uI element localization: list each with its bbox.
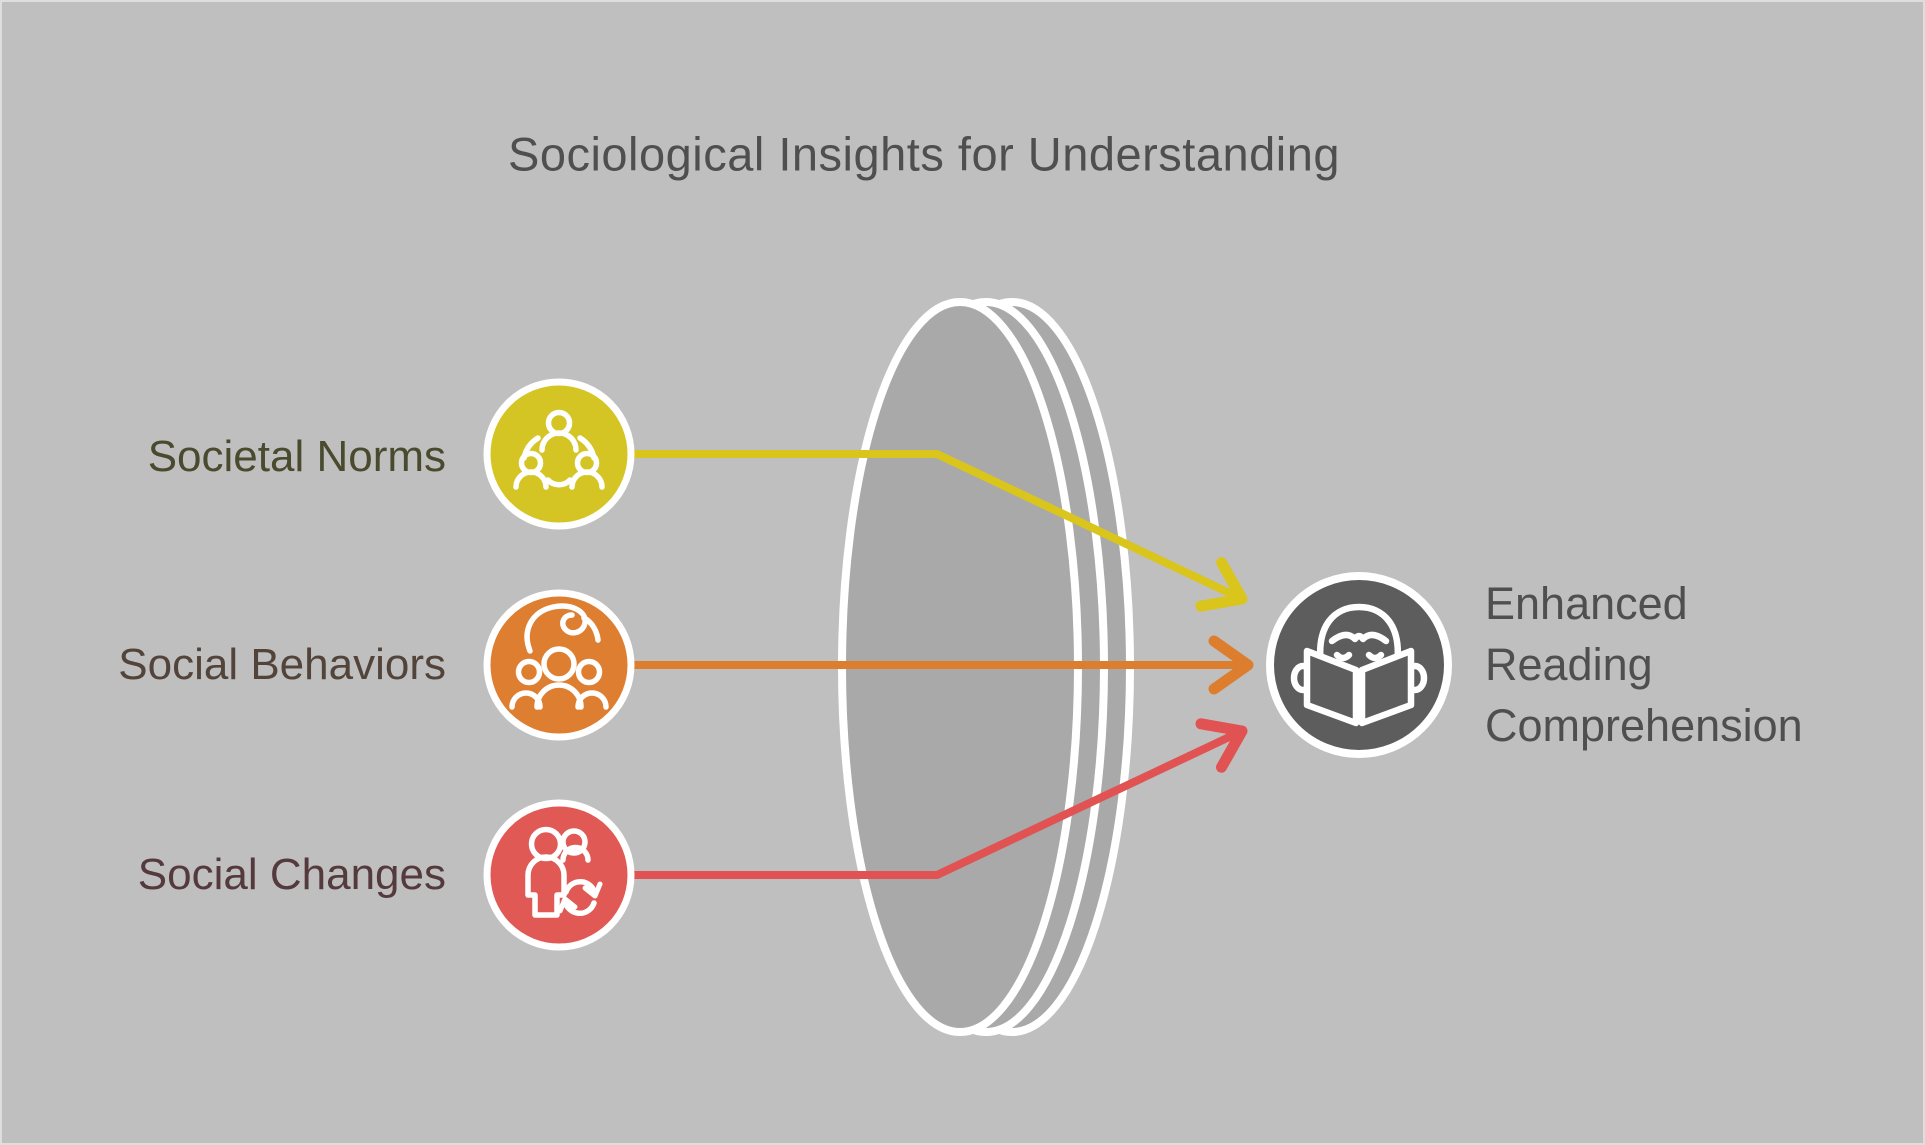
arrow-societal-norms	[634, 450, 1248, 612]
social-changes-node	[483, 799, 635, 951]
societal-norms-label: Societal Norms	[147, 432, 446, 481]
arrow-social-changes	[634, 718, 1248, 879]
social-changes-label: Social Changes	[137, 850, 446, 899]
output-label: Enhanced Reading Comprehension	[1485, 577, 1803, 751]
social-behaviors-circle	[483, 589, 635, 741]
page-title: Sociological Insights for Understanding	[507, 127, 1341, 181]
people-change-icon	[525, 826, 603, 918]
social-changes-circle	[483, 799, 635, 951]
societal-norms-node	[483, 378, 635, 530]
social-behaviors-label: Social Behaviors	[118, 640, 446, 689]
hand-over-people-icon	[509, 603, 609, 710]
societal-norms-circle	[483, 378, 635, 530]
group-network-icon	[513, 409, 605, 490]
output-node	[1266, 572, 1452, 758]
person-reading-book-icon	[1290, 603, 1428, 727]
social-behaviors-node	[483, 589, 635, 741]
